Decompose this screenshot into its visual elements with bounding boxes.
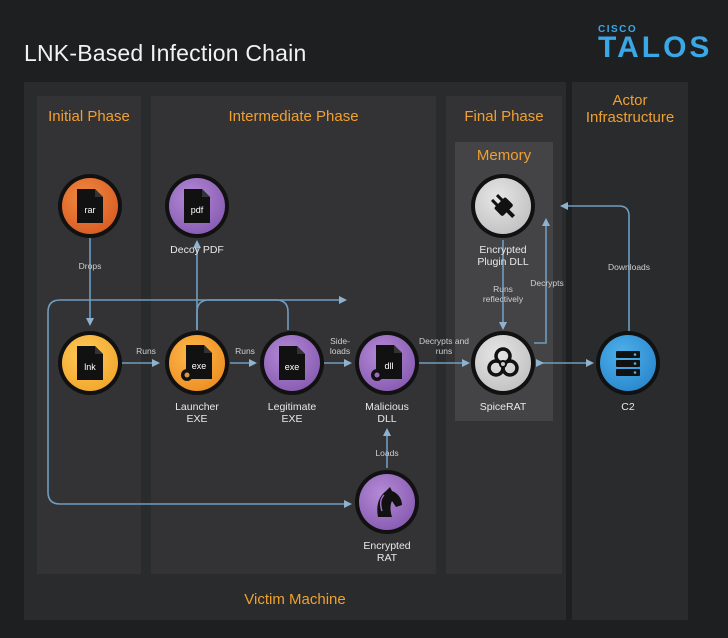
launcher-exe-label: Launcher EXE — [175, 401, 219, 425]
encrypted-rat-label: Encrypted RAT — [363, 540, 411, 564]
dll-file-icon: dll — [371, 345, 402, 381]
rar-node: rar — [58, 174, 122, 238]
talos-logo: CISCO TALOS — [598, 24, 712, 63]
edge-downloads — [560, 202, 630, 331]
edge-label-loads: Loads — [375, 448, 399, 458]
spicerat-label: SpiceRAT — [479, 401, 527, 413]
decoy-pdf-node: pdf — [165, 174, 229, 238]
edge-label-decrypts: Decrypts — [530, 278, 564, 288]
actor-infrastructure-label: Actor Infrastructure — [585, 92, 675, 126]
lnk-node: lnk — [58, 331, 122, 395]
c2-node — [596, 331, 660, 395]
final-phase-label: Final Phase — [464, 108, 544, 125]
svg-text:exe: exe — [192, 361, 207, 371]
edge-legit-to-dll — [90, 299, 289, 330]
logo-cisco-text: CISCO — [598, 24, 638, 35]
exe-file-icon: exe — [279, 346, 305, 380]
pdf-file-icon: pdf — [184, 189, 210, 223]
malicious-dll-label: Malicious DLL — [365, 401, 409, 425]
logo-talos-text: TALOS — [598, 31, 713, 64]
svg-text:lnk: lnk — [84, 362, 96, 372]
plugin-dll-node — [471, 174, 535, 238]
launcher-exe-node: exe — [165, 331, 229, 395]
edge-label-decrypts-runs: Decrypts and runs — [418, 336, 470, 356]
edge-decrypts — [534, 218, 550, 344]
exe-file-icon: exe — [181, 345, 212, 381]
svg-text:rar: rar — [85, 205, 96, 215]
edge-label-runs-1: Runs — [136, 346, 156, 356]
biohazard-icon — [487, 347, 519, 377]
server-icon — [616, 351, 640, 376]
malicious-dll-node: dll — [355, 331, 419, 395]
diagram-title: LNK-Based Infection Chain — [24, 40, 307, 66]
edge-label-drops: Drops — [78, 261, 102, 271]
plug-icon — [490, 193, 516, 219]
plugin-dll-label: Encrypted Plugin DLL — [477, 244, 529, 268]
edge-launcher-loop — [196, 296, 347, 330]
rar-file-icon: rar — [77, 189, 103, 223]
decoy-pdf-label: Decoy PDF — [170, 244, 224, 256]
edge-label-runs-reflectively: Runs reflectively — [482, 284, 524, 304]
memory-label: Memory — [476, 147, 532, 164]
svg-text:pdf: pdf — [191, 205, 204, 215]
lnk-file-icon: lnk — [77, 346, 103, 380]
edge-label-runs-2: Runs — [235, 346, 255, 356]
legitimate-exe-node: exe — [260, 331, 324, 395]
c2-label: C2 — [621, 401, 635, 413]
intermediate-phase-label: Intermediate Phase — [228, 108, 359, 125]
svg-text:exe: exe — [285, 362, 300, 372]
victim-machine-label: Victim Machine — [244, 591, 346, 608]
trojan-horse-icon — [377, 487, 402, 517]
spicerat-node — [471, 331, 535, 395]
edge-label-downloads: Downloads — [607, 262, 651, 272]
edge-lnk-to-rat — [47, 299, 352, 508]
edge-label-sideloads: Side-loads — [329, 336, 351, 356]
encrypted-rat-node — [355, 470, 419, 534]
legitimate-exe-label: Legitimate EXE — [267, 401, 317, 425]
initial-phase-label: Initial Phase — [48, 108, 130, 125]
svg-text:dll: dll — [384, 361, 393, 371]
